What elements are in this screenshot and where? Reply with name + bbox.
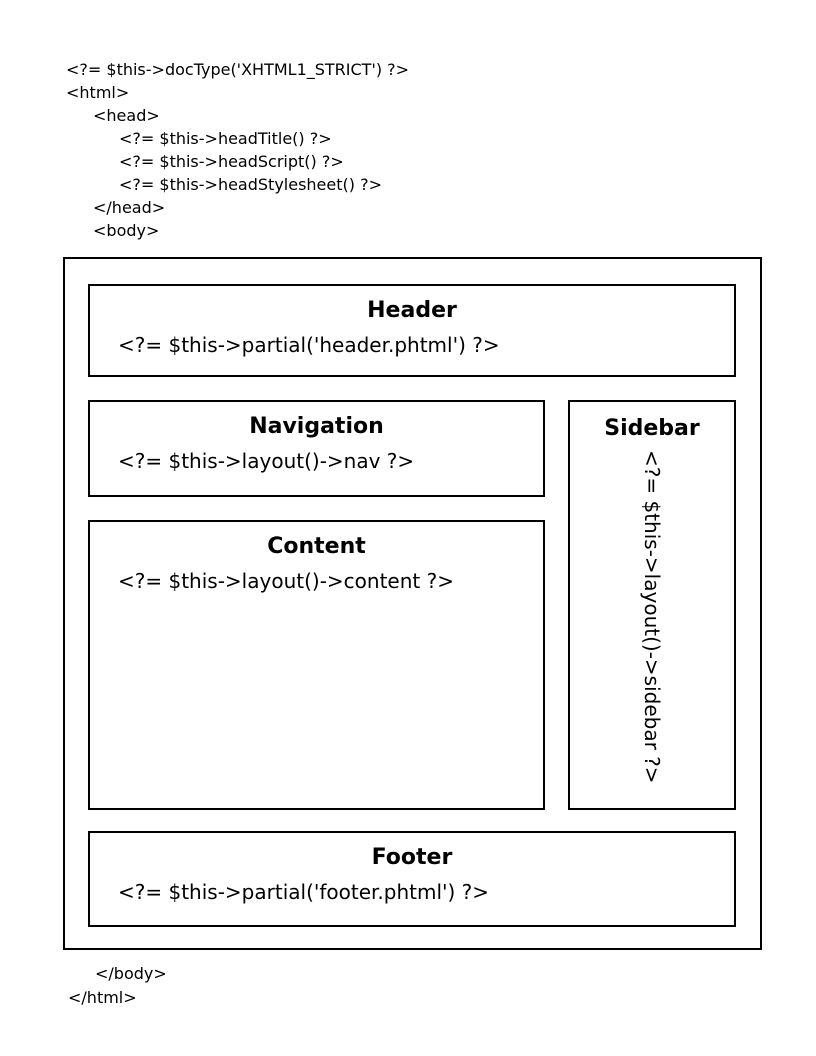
- sidebar-box: Sidebar <?= $this->layout()->sidebar ?>: [568, 400, 736, 810]
- footer-box-title: Footer: [371, 845, 453, 870]
- content-box-code: <?= $this->layout()->content ?>: [118, 569, 454, 593]
- footer-box-code: <?= $this->partial('footer.phtml') ?>: [118, 880, 490, 904]
- header-box: Header <?= $this->partial('header.phtml'…: [88, 284, 736, 377]
- php-code-block-top: <?= $this->docType('XHTML1_STRICT') ?> <…: [66, 58, 409, 242]
- sidebar-box-vertical-code: <?= $this->layout()->sidebar ?>: [640, 450, 664, 784]
- code-line-html-open: <html>: [66, 83, 130, 102]
- code-line-head-script: <?= $this->headScript() ?>: [119, 152, 344, 171]
- footer-box: Footer <?= $this->partial('footer.phtml'…: [88, 831, 736, 927]
- code-line-body-open: <body>: [93, 221, 160, 240]
- php-code-block-bottom: </body> </html>: [68, 962, 167, 1010]
- code-line-head-stylesheet: <?= $this->headStylesheet() ?>: [119, 175, 382, 194]
- code-line-body-close: </body>: [95, 964, 167, 983]
- navigation-box: Navigation <?= $this->layout()->nav ?>: [88, 400, 545, 497]
- content-box: Content <?= $this->layout()->content ?>: [88, 520, 545, 810]
- code-line-head-close: </head>: [93, 198, 166, 217]
- header-box-code: <?= $this->partial('header.phtml') ?>: [118, 333, 500, 357]
- sidebar-box-title: Sidebar: [604, 416, 700, 441]
- code-line-html-close: </html>: [68, 988, 137, 1007]
- content-box-title: Content: [267, 534, 366, 559]
- code-line-head-open: <head>: [93, 106, 160, 125]
- layout-diagram-body-box: Header <?= $this->partial('header.phtml'…: [63, 257, 762, 950]
- header-box-title: Header: [367, 298, 457, 323]
- code-line-head-title: <?= $this->headTitle() ?>: [119, 129, 332, 148]
- code-line-doctype: <?= $this->docType('XHTML1_STRICT') ?>: [66, 60, 410, 79]
- navigation-box-title: Navigation: [249, 414, 384, 439]
- navigation-box-code: <?= $this->layout()->nav ?>: [118, 449, 415, 473]
